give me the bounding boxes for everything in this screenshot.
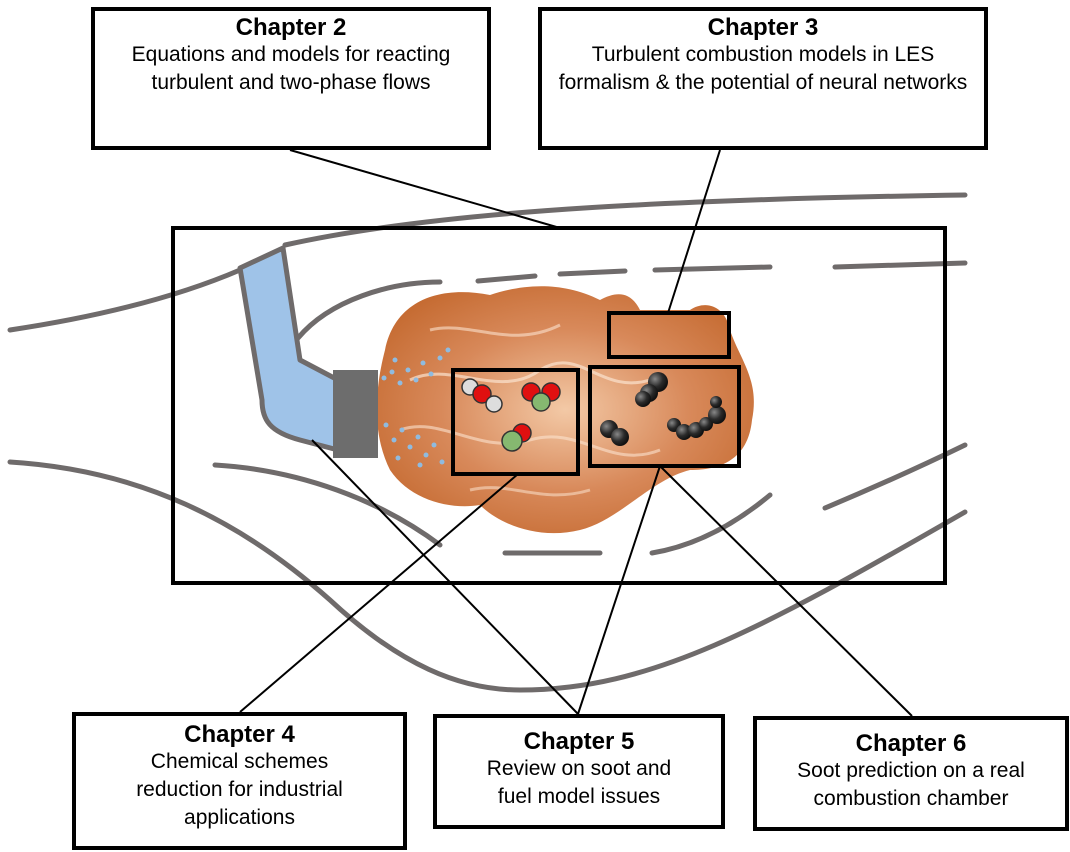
- chapter-5-box: Chapter 5 Review on soot and fuel model …: [433, 714, 725, 829]
- soot-particle: [708, 406, 726, 424]
- liner-dash-2: [557, 268, 628, 277]
- droplet: [423, 452, 429, 458]
- droplet: [428, 371, 434, 377]
- liner-bottom: [212, 462, 443, 548]
- chapter-3-box: Chapter 3 Turbulent combustion models in…: [538, 7, 988, 150]
- chapter-6-box: Chapter 6 Soot prediction on a real comb…: [753, 716, 1069, 831]
- zone-box-chemistry: [451, 368, 580, 476]
- droplet: [407, 444, 413, 450]
- leader-chapter-6: [659, 465, 913, 717]
- chapter-2-box: Chapter 2 Equations and models for react…: [91, 7, 491, 150]
- chapter-title: Chapter 6: [855, 730, 967, 757]
- soot-particle: [699, 417, 713, 431]
- chapter-title: Chapter 3: [707, 14, 819, 41]
- droplet: [395, 455, 401, 461]
- chamber-walls: [7, 192, 968, 693]
- chapter-description: Review on soot and fuel model issues: [486, 757, 672, 808]
- chapter-title: Chapter 4: [184, 721, 295, 748]
- flame-region: [376, 286, 754, 534]
- molecules: [461, 378, 561, 452]
- leader-chapter-2: [289, 149, 561, 229]
- chapter-description: Chemical schemes reduction for industria…: [136, 750, 343, 829]
- injector: [333, 370, 378, 458]
- droplet: [392, 357, 398, 363]
- droplet: [417, 462, 423, 468]
- droplet: [445, 347, 451, 353]
- droplet: [383, 422, 389, 428]
- soot-particle: [710, 396, 722, 408]
- zone-box-soot: [588, 365, 741, 468]
- chapter-description: Soot prediction on a real combustion cha…: [797, 759, 1025, 810]
- droplet: [439, 459, 445, 465]
- leader-chapter-4: [239, 473, 519, 713]
- chapter-title: Chapter 5: [523, 728, 635, 755]
- leader-chapter-5a: [311, 439, 579, 715]
- droplet: [415, 434, 421, 440]
- molecule-green: [501, 430, 523, 452]
- outer-casing-top-right: [282, 192, 968, 248]
- liner-top: [295, 279, 443, 341]
- molecule-green: [531, 392, 551, 412]
- flame: [376, 286, 754, 534]
- fuel-spray: [381, 347, 451, 468]
- molecule-white: [485, 395, 503, 413]
- liner-bottom-right: [649, 492, 773, 556]
- fuel-feed-pipe: [237, 245, 341, 453]
- droplet: [413, 377, 419, 383]
- droplet: [399, 427, 405, 433]
- flame-streak-4: [469, 486, 591, 497]
- soot-particle: [611, 428, 629, 446]
- droplet: [381, 375, 387, 381]
- outer-casing-top: [7, 267, 243, 333]
- chapter-description: Turbulent combustion models in LES forma…: [558, 43, 968, 94]
- leader-chapter-3: [667, 149, 721, 314]
- droplet: [431, 442, 437, 448]
- droplet: [437, 355, 443, 361]
- soot-particle: [635, 391, 651, 407]
- droplet: [397, 380, 403, 386]
- outer-casing-bottom: [7, 459, 968, 693]
- leader-lines: [239, 149, 913, 717]
- leader-chapter-5b: [577, 465, 661, 715]
- droplet: [420, 360, 426, 366]
- droplet: [391, 437, 397, 443]
- soot-particles: [600, 372, 726, 446]
- chapter-4-box: Chapter 4 Chemical schemes reduction for…: [72, 712, 407, 850]
- molecule-red: [472, 384, 492, 404]
- flame-streak-2: [399, 425, 661, 457]
- droplet: [389, 369, 395, 375]
- liner-dash-6: [822, 442, 968, 511]
- chapter-title: Chapter 2: [235, 14, 347, 41]
- flame-streak-3: [429, 323, 561, 337]
- droplet: [405, 367, 411, 373]
- chapter-description: Equations and models for reacting turbul…: [131, 43, 451, 94]
- liner-dash-1: [475, 273, 538, 284]
- liner-dash-3: [652, 264, 773, 273]
- soot-particle: [676, 424, 692, 440]
